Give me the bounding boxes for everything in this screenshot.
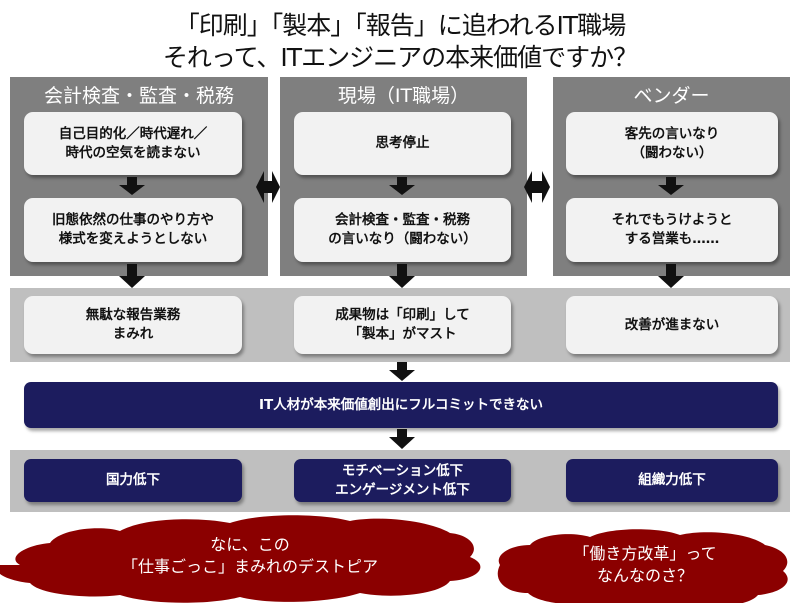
panel-header: ベンダー xyxy=(633,85,710,107)
panel-header: 会計検査・監査・税務 xyxy=(43,85,234,107)
box-workplace-1: 思考停止 xyxy=(294,112,511,175)
double-arrow-icon xyxy=(524,171,550,203)
cloud-text-right: 「働き方改革」って なんなのさ？ xyxy=(573,544,717,585)
result-box-2: 成果物は「印刷」して 「製本」がマスト xyxy=(294,296,511,354)
core-problem-bar: IT人材が本来価値創出にフルコミットできない xyxy=(24,382,778,428)
cloud-text-left: なに、この 「仕事ごっこ」まみれのデストピア xyxy=(121,535,378,576)
result-box-1: 無駄な報告業務 まみれ xyxy=(24,296,242,354)
box-vendor-1: 客先の言いなり （闘わない） xyxy=(566,112,778,175)
box-workplace-2: 会計検査・監査・税務 の言いなり（闘わない） xyxy=(294,198,511,262)
box-vendor-2: それでもうけようと する営業も…… xyxy=(566,198,778,262)
result-box-3: 改善が進まない xyxy=(566,296,778,354)
impact-box-2: モチベーション低下 エンゲージメント低下 xyxy=(294,459,511,502)
title-line-1: 「印刷」「製本」「報告」に追われるIT職場 xyxy=(174,11,626,40)
down-arrow-icon xyxy=(389,362,415,381)
panel-header: 現場（IT職場） xyxy=(337,85,470,107)
impact-box-1: 国力低下 xyxy=(24,459,242,502)
box-audit-2: 旧態依然の仕事のやり方や 様式を変えようとしない xyxy=(24,198,242,262)
title-line-2: それって、ITエンジニアの本来価値ですか？ xyxy=(162,43,638,72)
down-arrow-icon xyxy=(389,429,415,449)
impact-box-3: 組織力低下 xyxy=(566,459,778,502)
box-audit-1: 自己目的化／時代遅れ／ 時代の空気を読まない xyxy=(24,112,242,175)
